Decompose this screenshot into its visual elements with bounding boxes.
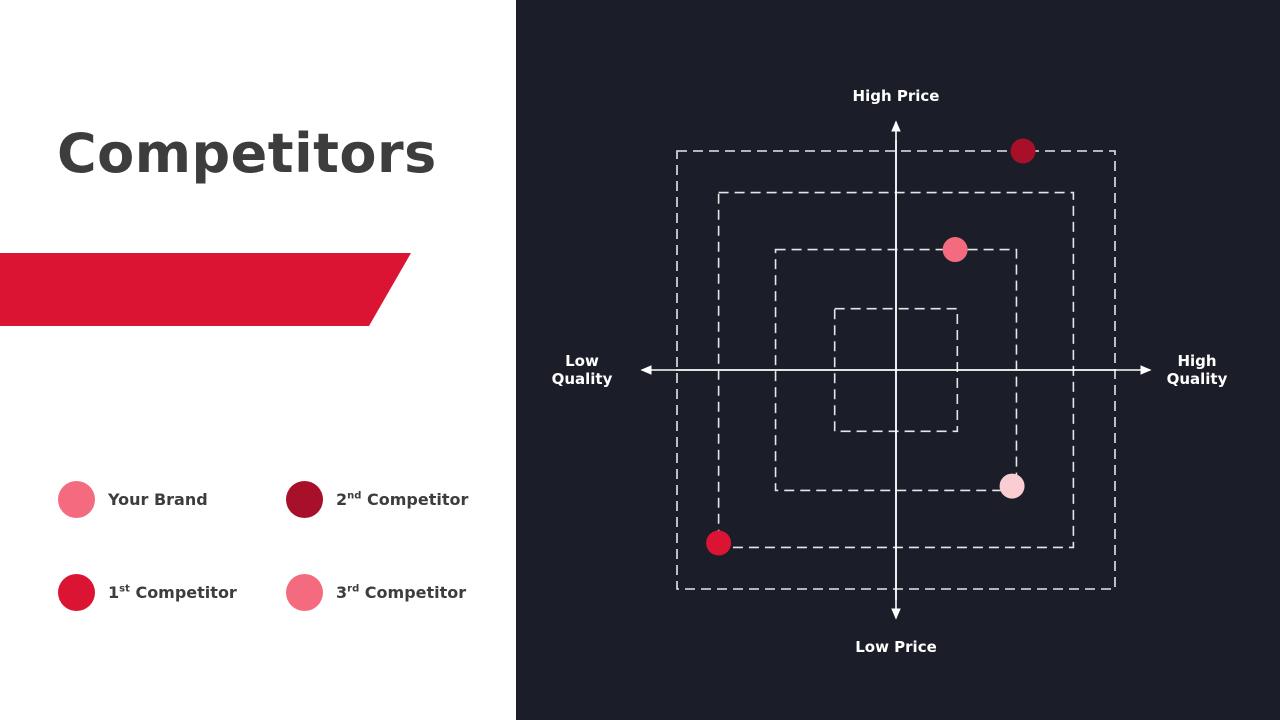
legend-item-third-competitor: 3rd Competitor <box>286 574 466 611</box>
legend-label-second-competitor: 2nd Competitor <box>336 490 469 509</box>
data-point-1 <box>1010 138 1036 164</box>
legend-item-your-brand: Your Brand <box>58 481 208 518</box>
red-accent-band <box>0 253 411 326</box>
data-point-2 <box>942 237 968 263</box>
legend-label-third-competitor: 3rd Competitor <box>336 583 467 602</box>
axis-label-high-quality-line2: Quality <box>1166 370 1228 388</box>
axis-label-high-price: High Price <box>852 87 940 105</box>
legend-dot-third-competitor <box>286 574 323 611</box>
axis-label-high-quality-line1: High <box>1177 352 1217 370</box>
legend-dot-your-brand <box>58 481 95 518</box>
legend-item-second-competitor: 2nd Competitor <box>286 481 468 518</box>
data-point-3 <box>999 473 1025 499</box>
axis-label-low-quality-line2: Quality <box>551 370 613 388</box>
axis-label-low-price: Low Price <box>855 638 937 656</box>
legend-item-first-competitor: 1st Competitor <box>58 574 237 611</box>
axis-label-low-quality: Low Quality <box>542 352 622 388</box>
red-band-shape <box>0 253 411 326</box>
axis-label-low-quality-line1: Low <box>565 352 599 370</box>
left-panel: Competitors Your Brand 2nd Competitor 1s… <box>0 0 516 720</box>
positioning-map <box>640 120 1152 620</box>
legend-dot-second-competitor <box>286 481 323 518</box>
data-point-4 <box>706 530 732 556</box>
axis-label-high-quality: High Quality <box>1157 352 1237 388</box>
page-title: Competitors <box>57 122 437 185</box>
legend-dot-first-competitor <box>58 574 95 611</box>
right-panel: High Price Low Price Low Quality High Qu… <box>516 0 1280 720</box>
legend-label-first-competitor: 1st Competitor <box>108 583 237 602</box>
legend-label-your-brand: Your Brand <box>108 490 208 509</box>
